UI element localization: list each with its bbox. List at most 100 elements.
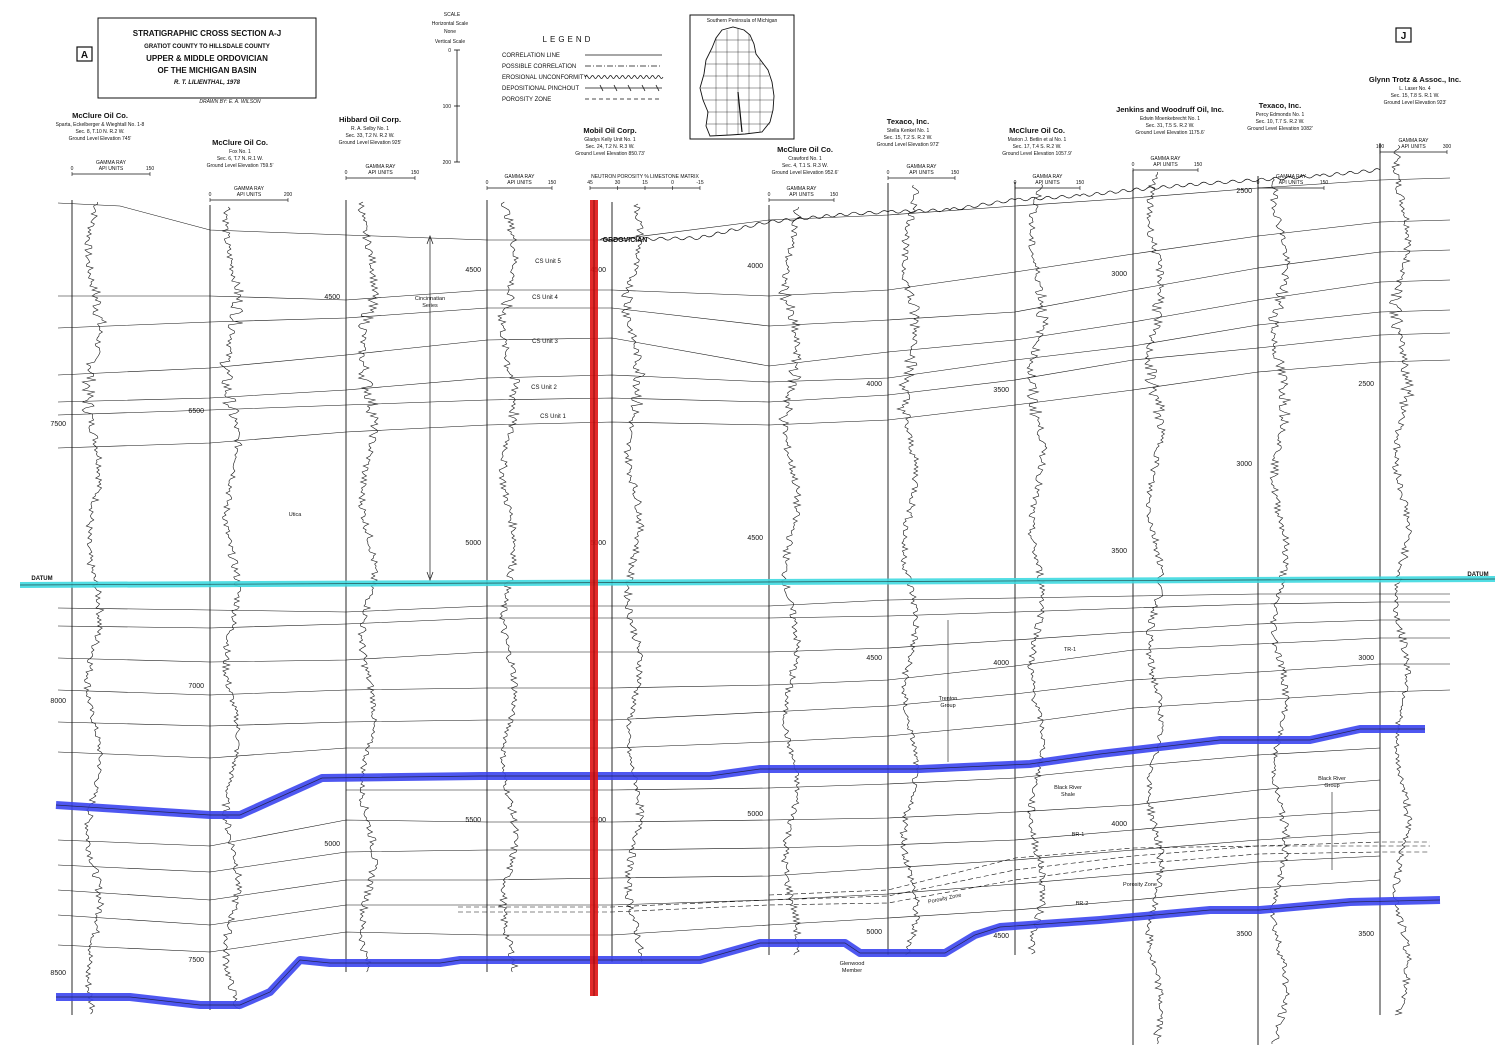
cincinnatian-arrowhead-top <box>426 235 434 245</box>
br2-label: BR-2 <box>1076 901 1089 907</box>
depth-label-5500: 5500 <box>590 817 606 824</box>
well-operator: Glynn Trotz & Assoc., Inc. <box>1369 75 1461 84</box>
well-name: R. A. Selby No. 1 <box>351 126 389 132</box>
well-location: Sec. 6, T.7 N. R.1 W. <box>217 156 263 162</box>
well-column-9 <box>1132 170 1166 1045</box>
map-title: Southern Peninsula of Michigan <box>707 18 778 24</box>
gamma-ray-trace <box>81 201 108 1015</box>
depth-label-4000: 4000 <box>747 263 763 270</box>
well-operator: Texaco, Inc. <box>1259 101 1301 110</box>
section-subtitle-counties: GRATIOT COUNTY TO HILLSDALE COUNTY <box>144 44 270 50</box>
well-elevation: Ground Level Elevation 745' <box>69 136 132 142</box>
drafter-credit: DRAWN BY: E. A. WILSON <box>199 99 261 105</box>
depth-label-4500: 4500 <box>324 294 340 301</box>
well-location: Sec. 4, T.1 S. R.3 W. <box>782 163 828 169</box>
depth-label-5000: 5000 <box>747 811 763 818</box>
depth-label-5000: 5000 <box>324 841 340 848</box>
log-scale-value: 150 <box>1076 180 1085 186</box>
depth-label-3000: 3000 <box>1358 655 1374 662</box>
log-units-label: API UNITS <box>789 192 814 198</box>
log-type-label: NEUTRON POROSITY % LIMESTONE MATRIX <box>591 174 699 180</box>
well-elevation: Ground Level Elevation 759.5' <box>207 163 274 169</box>
depth-label-3000: 3000 <box>1236 461 1252 468</box>
well-name: Sparta, Eckelberger & Wieghtall No. 1-8 <box>56 122 145 128</box>
br1-label: BR-1 <box>1072 832 1085 838</box>
depth-label-8000: 8000 <box>50 698 66 705</box>
well-header-1: McClure Oil Co.Sparta, Eckelberger & Wie… <box>50 111 154 977</box>
log-scale-value: 0 <box>345 170 348 176</box>
log-type-label: GAMMA RAY <box>1033 174 1064 180</box>
well-column-1 <box>71 200 108 1015</box>
depth-label-6500: 6500 <box>188 408 204 415</box>
correlation-line-5 <box>57 309 1451 403</box>
log-scale-value: 30 <box>615 180 621 186</box>
cs-unit-label-2: CS Unit 2 <box>531 385 557 391</box>
log-units-label: API UNITS <box>1401 144 1426 150</box>
log-scale-value: 100 <box>1376 144 1385 150</box>
legend-label: POROSITY ZONE <box>502 97 551 103</box>
porosity-zone-label-2: Porosity Zone <box>1123 882 1157 888</box>
tr1-label: TR-1 <box>1064 647 1076 653</box>
log-type-label: GAMMA RAY <box>234 186 265 192</box>
depth-label-3500: 3500 <box>993 387 1009 394</box>
log-units-label: API UNITS <box>909 170 934 176</box>
log-type-label: GAMMA RAY <box>96 160 127 166</box>
log-type-label: GAMMA RAY <box>1276 174 1307 180</box>
gamma-ray-trace <box>1144 172 1166 1045</box>
well-operator: Texaco, Inc. <box>887 117 929 126</box>
depth-label-5000: 5000 <box>465 540 481 547</box>
well-location: Sec. 17, T.4 S. R.2 W. <box>1013 144 1062 150</box>
well-name: Edwin Moenkebrecht No. 1 <box>1140 116 1200 122</box>
well-name: Stella Kenkel No. 1 <box>887 128 930 134</box>
well-operator: Mobil Oil Corp. <box>583 126 636 135</box>
well-header-9: Jenkins and Woodruff Oil, Inc. Edwin Moen… <box>1111 105 1223 828</box>
depth-label-3500: 3500 <box>1111 548 1127 555</box>
correlation-line-11 <box>57 637 1450 696</box>
gamma-ray-trace <box>219 206 244 1010</box>
well-elevation: Ground Level Elevation 1175.6' <box>1135 130 1204 136</box>
cincinnatian-label: Cincinnatian <box>415 296 445 302</box>
well-operator: Jenkins and Woodruff Oil, Inc. <box>1116 105 1224 114</box>
correlation-line-10 <box>57 619 1450 663</box>
depth-label-8500: 8500 <box>50 970 66 977</box>
well-location: Sec. 15, T.2 S. R.2 W. <box>884 135 933 141</box>
log-scale-value: 150 <box>548 180 557 186</box>
depth-label-3000: 3000 <box>1111 271 1127 278</box>
scale-tick-200: 200 <box>443 160 452 166</box>
well-header-11: Glynn Trotz & Assoc., Inc.L. Laser No. 4… <box>1358 75 1461 938</box>
legend-label: CORRELATION LINE <box>502 53 560 59</box>
depth-label-4500: 4500 <box>590 267 606 274</box>
log-scale-value: 0 <box>209 192 212 198</box>
scale-title: SCALE <box>444 12 461 18</box>
log-type-label: GAMMA RAY <box>366 164 397 170</box>
porosity-zone-label-1: Porosity Zone <box>928 893 962 906</box>
log-type-label: GAMMA RAY <box>787 186 818 192</box>
author-credit: R. T. LILIENTHAL, 1978 <box>174 80 241 86</box>
log-scale-value: 0 <box>1132 162 1135 168</box>
correlation-line-3 <box>57 249 1451 329</box>
legend-tick <box>641 84 646 92</box>
possible-correlation-3 <box>768 845 1430 896</box>
title-block: STRATIGRAPHIC CROSS SECTION A-J GRATIOT … <box>97 17 317 105</box>
well-name: Gladys Kelly Unit No. 1 <box>584 137 636 143</box>
correlation-line-4 <box>57 279 1451 376</box>
well-location: Sec. 33, T.2 N. R.2 W. <box>345 133 394 139</box>
depth-label-4500: 4500 <box>866 655 882 662</box>
log-units-label: API UNITS <box>507 180 532 186</box>
legend-tick <box>655 84 660 92</box>
correlation-lines <box>57 168 1451 953</box>
well-column-10 <box>1257 176 1291 1045</box>
formation-bands <box>19 200 1496 1009</box>
well-elevation: Ground Level Elevation 850.73' <box>575 151 645 157</box>
log-type-label: GAMMA RAY <box>907 164 938 170</box>
legend-item-solid: CORRELATION LINE <box>502 53 662 59</box>
depth-label-7500: 7500 <box>50 421 66 428</box>
depth-label-3500: 3500 <box>1236 931 1252 938</box>
svg-text:A: A <box>81 50 88 61</box>
legend-tick <box>599 84 604 92</box>
